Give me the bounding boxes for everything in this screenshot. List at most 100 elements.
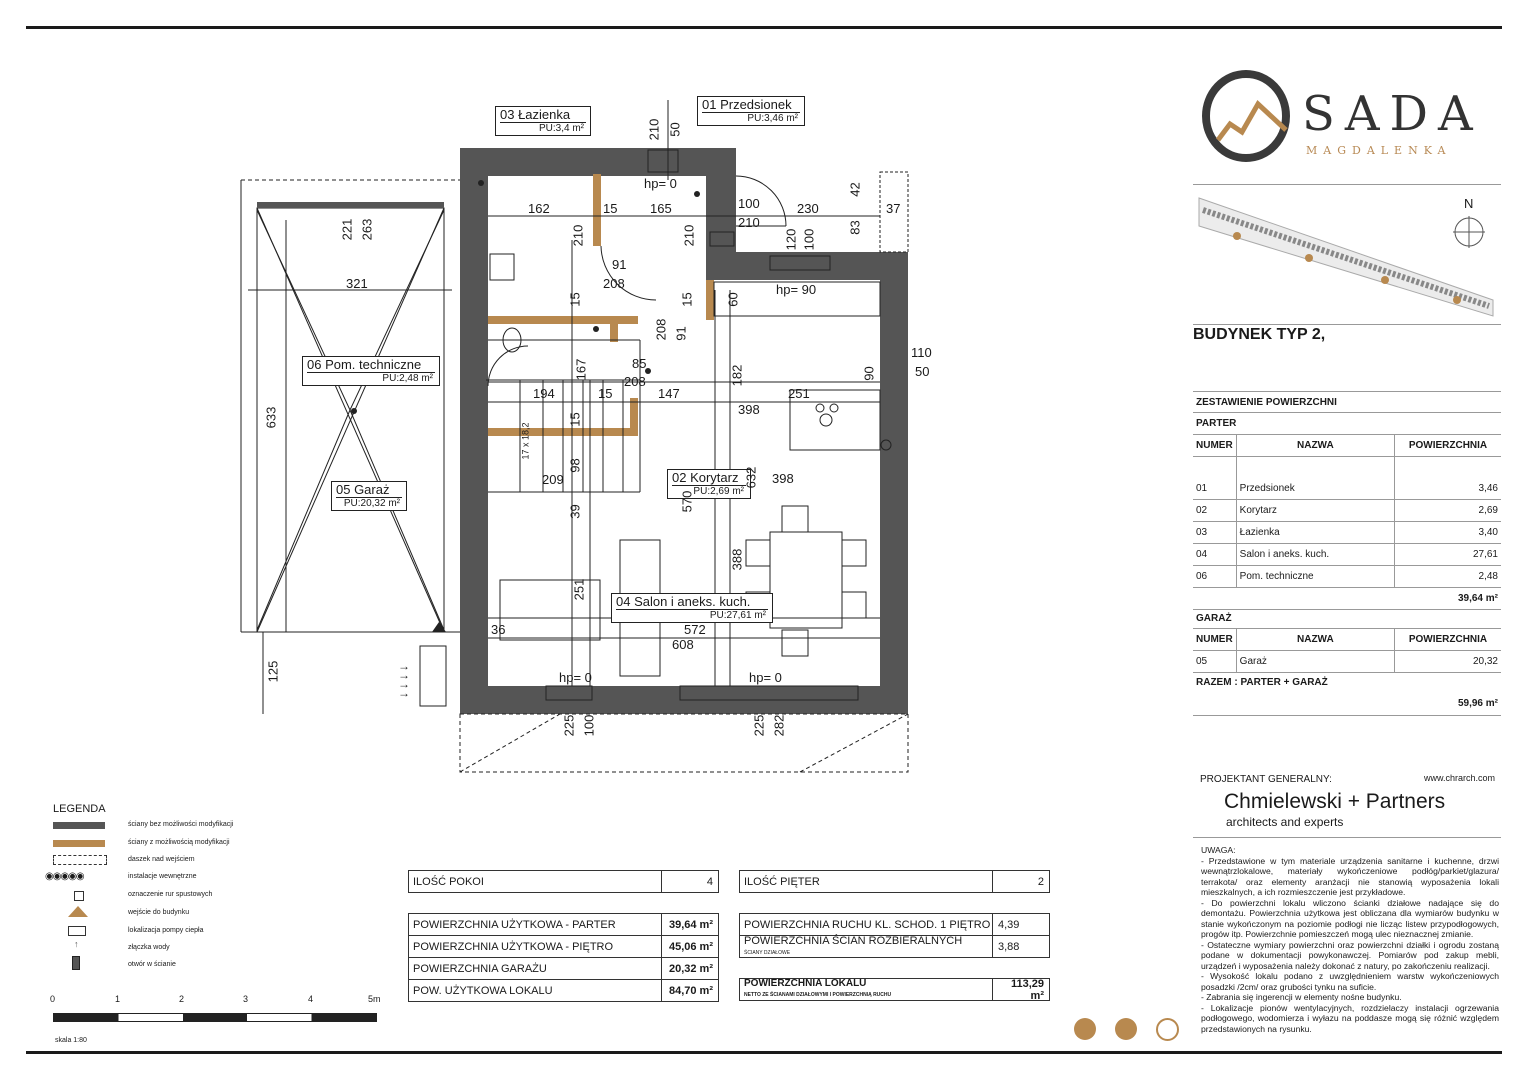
dim: 125 — [265, 660, 281, 683]
dim: 83 — [847, 220, 863, 235]
table-row: 01 Przedsionek 3,46 — [1193, 478, 1501, 500]
legend-label: złączka wody — [128, 944, 170, 951]
table-row: 04 Salon i aneks. kuch. 27,61 — [1193, 543, 1501, 566]
stat-value: 84,70 m² — [661, 980, 718, 1001]
dim: hp= 0 — [644, 176, 677, 191]
cell: Salon i aneks. kuch. — [1235, 543, 1395, 566]
dim: 210 — [738, 215, 760, 230]
note-item: - Przedstawione w tym materiale urządzen… — [1201, 855, 1499, 898]
page-dot-1 — [1074, 1018, 1096, 1040]
cell: 05 — [1193, 650, 1237, 673]
scale-tick: 2 — [179, 994, 185, 1004]
wall-left — [460, 148, 488, 714]
dim: hp= 90 — [776, 282, 817, 297]
room-name: 04 Salon i aneks. kuch. — [616, 594, 751, 609]
dim: 85 — [632, 356, 647, 371]
dim: 209 — [542, 472, 564, 487]
room-name: 05 Garaż — [336, 482, 390, 497]
brand-name: SADA — [1302, 86, 1483, 142]
dim: 167 — [573, 358, 589, 381]
stat-sublabel: NETTO ZE ŚCIANAMI DZIAŁOWYMI I POWIERZCH… — [744, 992, 892, 998]
legend-wall-swatch — [53, 822, 105, 829]
mod-wall-6 — [630, 398, 638, 436]
room-area: PU:2,48 m² — [307, 372, 435, 385]
brand-subtitle: MAGDALENKA — [1306, 144, 1452, 157]
stat-sublabel: ŚCIANY DZIAŁOWE — [744, 949, 791, 956]
dim: 194 — [533, 386, 555, 401]
sada-logo-icon — [1202, 70, 1290, 162]
top-rule — [26, 26, 1502, 29]
room-label-01: 01 Przedsionek PU:3,46 m² — [697, 96, 805, 126]
dim: 251 — [571, 578, 587, 601]
razem-total: 59,96 m² — [1457, 698, 1498, 709]
legend-title: LEGENDA — [53, 803, 106, 815]
cell: 06 — [1193, 565, 1237, 588]
room-area: PU:3,46 m² — [702, 112, 800, 125]
designer-url[interactable]: www.chrarch.com — [1424, 773, 1496, 783]
designer-name: Chmielewski + Partners — [1224, 790, 1446, 813]
header-area: POWIERZCHNIA — [1394, 434, 1501, 457]
legend-heat-pump-icon — [68, 926, 86, 936]
cell: 04 — [1193, 543, 1237, 566]
dim: 15 — [679, 292, 695, 307]
dim: hp= 0 — [559, 670, 592, 685]
cell: 02 — [1193, 499, 1237, 522]
dim: 210 — [646, 118, 662, 141]
dim: 50 — [915, 364, 930, 379]
room-label-04: 04 Salon i aneks. kuch. PU:27,61 m² — [611, 593, 773, 623]
cell: 2,48 — [1394, 565, 1501, 588]
dim: 17 x 18,2 — [520, 422, 531, 460]
dim: 36 — [491, 622, 506, 637]
dim: 632 — [743, 466, 759, 489]
compass-north: N — [1464, 196, 1474, 211]
dim: 15 — [598, 386, 613, 401]
cell: 27,61 — [1394, 543, 1501, 566]
header-num: NUMER — [1193, 628, 1237, 651]
wall-top-a — [460, 148, 736, 176]
dim: 98 — [567, 458, 583, 473]
stat-value: 113,29 m² — [992, 978, 1049, 1002]
dim: 91 — [673, 326, 689, 341]
dim: 608 — [672, 637, 694, 652]
dim: 570 — [679, 490, 695, 513]
table-row: 03 Łazienka 3,40 — [1193, 521, 1501, 544]
dim: 230 — [797, 201, 819, 216]
legend-modifiable-swatch — [53, 840, 105, 847]
dim: 162 — [528, 201, 550, 216]
legend-label: otwór w ścianie — [128, 961, 176, 968]
garage-lintel — [257, 202, 444, 208]
room-area: PU:20,32 m² — [336, 497, 402, 510]
parter-label: PARTER — [1196, 418, 1237, 429]
dim: 100 — [801, 228, 817, 251]
dim: 50 — [667, 122, 683, 137]
dim: 210 — [681, 224, 697, 247]
cell: 2,69 — [1394, 499, 1501, 522]
wall-top-b — [706, 252, 908, 280]
razem-label: RAZEM : PARTER + GARAŻ — [1196, 677, 1328, 688]
dim: 100 — [581, 714, 597, 737]
stat-label: POWIERZCHNIA ŚCIAN ROZBIERALNYCH — [744, 934, 963, 947]
room-area: PU:27,61 m² — [616, 609, 768, 622]
garaz-table: NUMER NAZWA POWIERZCHNIA 05 Garaż 20,32 — [1193, 628, 1501, 673]
dim: 100 — [738, 196, 760, 211]
stat-label: POWIERZCHNIA UŻYTKOWA - PARTER — [413, 918, 616, 931]
stat-value: 2 — [992, 871, 1049, 892]
cell: Łazienka — [1235, 521, 1395, 544]
dim: 398 — [738, 402, 760, 417]
page-dot-2 — [1115, 1018, 1137, 1040]
dim: 321 — [346, 276, 368, 291]
cell: 03 — [1193, 521, 1237, 544]
dim: 572 — [684, 622, 706, 637]
mod-wall-4 — [706, 280, 714, 320]
legend-label: ściany z możliwością modyfikacji — [128, 839, 230, 846]
scale-tick: 4 — [308, 994, 314, 1004]
dim: 398 — [772, 471, 794, 486]
dim: hp= 0 — [749, 670, 782, 685]
mod-wall-1 — [593, 174, 601, 246]
building-title: BUDYNEK TYP 2, — [1193, 326, 1326, 343]
site-plan-map — [1198, 197, 1494, 317]
room-name: 01 Przedsionek — [702, 97, 792, 112]
stat-value: 4 — [661, 871, 718, 892]
